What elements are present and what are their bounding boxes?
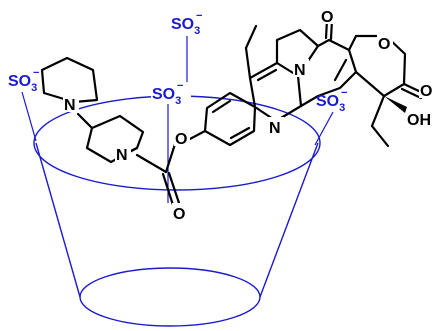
pyridone-inner [333,58,348,82]
ethyl-upper-2 [244,24,258,50]
sulfonate-right: SO3 − [316,87,347,114]
sulfonate-tether-right [314,111,334,146]
molecule-bonds [40,18,425,207]
atom-nitrogen-lower: N [116,147,128,164]
ethyl-lower-1 [370,94,386,128]
atom-nitrogen-upper: N [64,97,76,114]
cone-side-right [259,142,319,298]
sulfonate-left-sub: 3 [31,82,37,94]
sulfonate-tether-left [21,91,37,142]
atom-oxygen-pyridone: O [321,9,333,26]
svg-text:SO3: SO3 [316,93,345,114]
svg-text:SO3: SO3 [8,73,37,94]
cone-rim-bottom [79,267,261,327]
sulfonate-right-sub: 3 [339,102,345,114]
svg-text:SO3: SO3 [171,16,200,37]
hydroxyl-wedge [384,96,407,113]
lactone-carbonyl-b [400,87,423,100]
sulfonate-top-base: SO [171,16,194,33]
pyridine-inner [256,68,278,82]
atom-oxygen-lactone-carbonyl: O [420,83,432,100]
atom-oxygen-carbonyl: O [173,206,185,223]
pyrroline-ring [275,28,320,78]
atom-hydroxyl: OH [407,112,431,129]
atom-oxygen-lactone-ring: O [378,36,390,53]
bipiperidine-link [76,112,94,130]
benzo-inner-1 [211,99,232,114]
atom-labels: N N O O N N O O O OH [63,6,435,223]
carbamate-c-o [164,139,178,174]
sulfonate-left: SO3 − [8,67,39,94]
svg-text:SO3: SO3 [152,86,181,107]
sulfonate-top: SO3 − [170,10,210,37]
sulfonate-left-base: SO [8,73,31,90]
sulfonate-middle: SO3 − [151,80,191,107]
ester-o-aryl [186,129,207,142]
sulfonate-top-sub: 3 [194,25,200,37]
sulfonate-left-charge: − [33,67,39,79]
sulfonate-top-charge: − [196,10,202,22]
sulfonate-right-base: SO [316,93,339,110]
sulfonate-right-charge: − [341,87,347,99]
benzo-inner-2 [229,126,251,140]
sulfonate-middle-charge: − [177,80,183,92]
carbamate-n-c [135,153,168,174]
atom-oxygen-ester: O [175,131,187,148]
sulfonate-middle-base: SO [152,86,175,103]
atom-nitrogen-quinoline: N [269,120,281,137]
sulfonate-middle-sub: 3 [175,95,181,107]
atom-nitrogen-pyrrole: N [294,62,306,79]
ethyl-lower-2 [370,124,390,148]
carbamate-c-dbl-o-a [161,172,175,207]
carbamate-c-dbl-o-b [167,171,181,205]
piperidine-ring-upper [40,56,99,104]
ethyl-upper-1 [244,46,252,80]
cone-side-left [35,142,81,298]
